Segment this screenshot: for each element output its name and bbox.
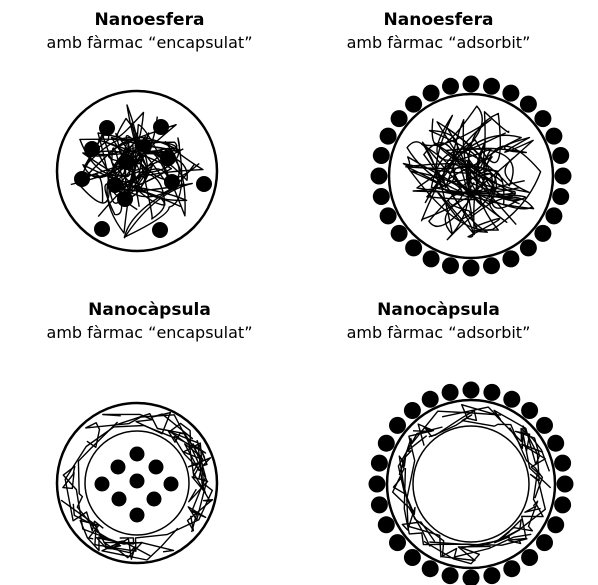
panel-subtitle: amb fàrmac “encapsulat”: [0, 323, 299, 343]
adsorbed-drug-particle: [373, 188, 390, 205]
adsorbed-drug-particle: [442, 567, 459, 584]
adsorbed-drug-particle: [423, 250, 440, 267]
adsorbed-drug-particle: [391, 110, 408, 127]
drug-particle: [107, 177, 123, 193]
adsorbed-drug-particle: [442, 78, 459, 95]
panel-subtitle: amb fàrmac “adsorbit”: [289, 33, 588, 53]
adsorbed-drug-particle: [521, 402, 538, 419]
nanocapsule-adsorbed-figure: [371, 384, 571, 584]
adsorbed-drug-particle: [534, 110, 551, 127]
drug-particle: [111, 460, 126, 475]
adsorbed-drug-particle: [371, 496, 388, 513]
adsorbed-drug-particle: [405, 96, 422, 113]
drug-particle: [130, 508, 145, 523]
adsorbed-drug-particle: [483, 384, 500, 401]
adsorbed-drug-particle: [389, 417, 406, 434]
adsorbed-drug-particle: [483, 567, 500, 584]
adsorbed-drug-particle: [483, 257, 500, 274]
adsorbed-drug-particle: [552, 188, 569, 205]
adsorbed-drug-particle: [521, 549, 538, 566]
panel-title: Nanocàpsula: [0, 300, 299, 320]
drug-particle: [130, 447, 145, 462]
adsorbed-drug-particle: [536, 417, 553, 434]
drug-particle: [119, 154, 135, 170]
adsorbed-drug-particle: [404, 402, 421, 419]
adsorbed-drug-particle: [380, 128, 397, 145]
panel-subtitle: amb fàrmac “adsorbit”: [289, 323, 588, 343]
adsorbed-drug-particle: [405, 239, 422, 256]
adsorbed-drug-particle: [380, 207, 397, 224]
panel-title: Nanoesfera: [0, 10, 299, 30]
adsorbed-drug-particle: [378, 516, 395, 533]
drug-particle: [74, 171, 90, 187]
adsorbed-drug-particle: [463, 76, 480, 93]
polymer-matrix: [71, 105, 203, 238]
adsorbed-drug-particle: [369, 476, 386, 493]
adsorbed-drug-particle: [555, 168, 572, 185]
adsorbed-drug-particle: [373, 147, 390, 164]
adsorbed-drug-particle: [371, 168, 388, 185]
adsorbed-drug-particle: [545, 207, 562, 224]
adsorbed-drug-particle: [391, 225, 408, 242]
panel-nanosphere-encapsulated: Nanoesfera amb fàrmac “encapsulat”: [0, 0, 299, 290]
drug-particle: [196, 176, 212, 192]
panel-title: Nanoesfera: [289, 10, 588, 30]
drug-particle: [160, 150, 176, 166]
adsorbed-drug-particle: [371, 455, 388, 472]
adsorbed-drug-particle: [503, 560, 520, 577]
drug-particle: [164, 174, 180, 190]
drug-particle: [117, 191, 133, 207]
nanosphere-outline: [57, 91, 217, 251]
adsorbed-drug-particle: [463, 382, 480, 399]
adsorbed-drug-particle: [502, 85, 519, 102]
adsorbed-drug-particle: [545, 128, 562, 145]
adsorbed-drug-particle: [554, 455, 571, 472]
drug-particle: [112, 492, 127, 507]
adsorbed-drug-particle: [503, 391, 520, 408]
drug-particle: [84, 141, 100, 157]
adsorbed-drug-particle: [442, 257, 459, 274]
adsorbed-drug-particle: [442, 384, 459, 401]
drug-particle: [94, 221, 110, 237]
panel-subtitle: amb fàrmac “encapsulat”: [0, 33, 299, 53]
adsorbed-drug-particle: [389, 534, 406, 551]
adsorbed-drug-particle: [552, 147, 569, 164]
drug-particle: [149, 460, 164, 475]
adsorbed-drug-particle: [422, 391, 439, 408]
polymer-matrix: [403, 106, 540, 240]
adsorbed-drug-particle: [534, 225, 551, 242]
panel-nanosphere-adsorbed: Nanoesfera amb fàrmac “adsorbit”: [299, 0, 598, 290]
panel-nanocapsule-adsorbed: Nanocàpsula amb fàrmac “adsorbit”: [299, 290, 598, 585]
adsorbed-drug-particle: [554, 496, 571, 513]
nanosphere-adsorbed-figure: [371, 76, 571, 276]
drug-particle: [95, 477, 110, 492]
adsorbed-drug-particle: [547, 435, 564, 452]
panel-nanocapsule-encapsulated: Nanocàpsula amb fàrmac “encapsulat”: [0, 290, 299, 585]
adsorbed-drug-particle: [483, 78, 500, 95]
drug-particle: [153, 119, 169, 135]
nanocapsule-encapsulated-figure: [52, 398, 222, 568]
drug-particle: [138, 139, 152, 153]
drug-particle: [152, 222, 168, 238]
adsorbed-drug-particle: [520, 96, 537, 113]
adsorbed-drug-particle: [502, 250, 519, 267]
adsorbed-drug-particle: [463, 260, 480, 277]
panel-title: Nanocàpsula: [289, 300, 588, 320]
adsorbed-drug-particle: [423, 85, 440, 102]
drug-particle: [164, 477, 179, 492]
adsorbed-drug-particle: [404, 549, 421, 566]
adsorbed-drug-particle: [520, 239, 537, 256]
adsorbed-drug-particle: [463, 570, 480, 585]
drug-particle: [99, 120, 115, 136]
adsorbed-drug-particle: [557, 476, 574, 493]
adsorbed-drug-particle: [422, 560, 439, 577]
adsorbed-drug-particle: [378, 435, 395, 452]
adsorbed-drug-particle: [536, 534, 553, 551]
nanosphere-encapsulated-figure: [52, 86, 222, 256]
capsule-core: [413, 426, 529, 542]
drug-particle: [147, 492, 162, 507]
adsorbed-drug-particle: [547, 516, 564, 533]
drug-particle: [130, 474, 145, 489]
